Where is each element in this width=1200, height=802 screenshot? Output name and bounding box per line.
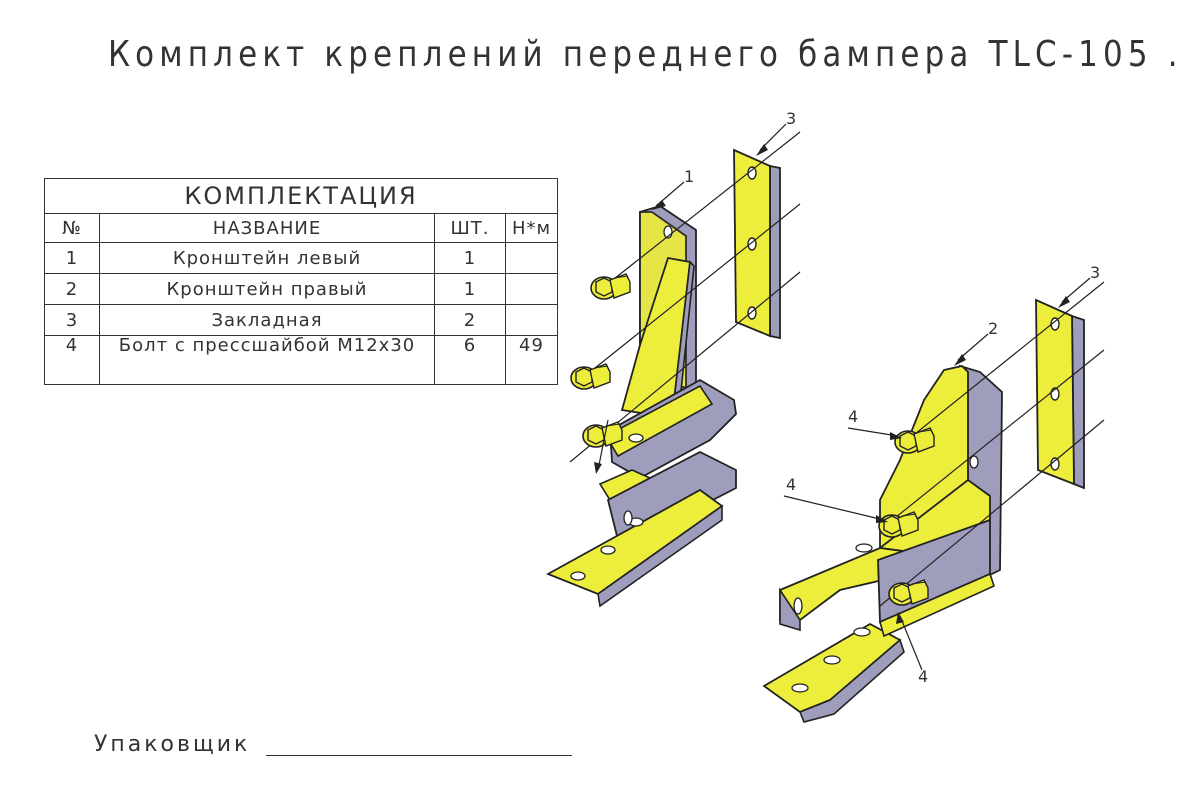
row-torque: 49 xyxy=(505,335,558,385)
row-name: Кронштейн левый xyxy=(99,242,435,274)
left-bracket-assembly: 1 3 xyxy=(545,109,801,608)
right-bolts xyxy=(878,281,1105,607)
callout-label: 4 xyxy=(786,475,796,494)
row-name: Болт с прессшайбой М12х30 xyxy=(99,335,435,385)
right-bracket-assembly: 2 3 4 4 4 xyxy=(762,263,1105,723)
table-caption: КОМПЛЕКТАЦИЯ xyxy=(44,178,558,214)
row-name: Закладная xyxy=(99,304,435,336)
callout-label: 3 xyxy=(1090,263,1100,282)
row-qty: 2 xyxy=(434,304,506,336)
header-name: НАЗВАНИЕ xyxy=(99,213,435,243)
bolt-icon xyxy=(570,363,611,390)
callout-label: 4 xyxy=(848,407,858,426)
packer-signature-line[interactable] xyxy=(266,755,572,756)
callout-label: 4 xyxy=(918,667,928,686)
left-bracket xyxy=(545,205,737,608)
right-callouts: 2 3 4 4 4 xyxy=(783,263,1100,686)
header-torque: Н*м xyxy=(505,213,558,243)
left-callouts: 1 3 xyxy=(594,109,796,474)
row-number: 1 xyxy=(44,242,100,274)
callout-label: 2 xyxy=(988,319,998,338)
kit-table: КОМПЛЕКТАЦИЯ № НАЗВАНИЕ ШТ. Н*м 1 Кроншт… xyxy=(44,178,558,385)
table-row: 2 Кронштейн правый 1 xyxy=(44,273,558,305)
table-row: 4 Болт с прессшайбой М12х30 6 49 xyxy=(44,335,558,385)
left-bolts xyxy=(569,131,801,463)
sheet-title: Комплект креплений переднего бампера TLC… xyxy=(108,34,1183,75)
callout-label: 1 xyxy=(684,167,694,186)
packer-label: Упаковщик xyxy=(94,732,251,757)
row-number: 4 xyxy=(44,335,100,385)
right-bracket xyxy=(762,364,1003,723)
row-number: 2 xyxy=(44,273,100,305)
callout-label: 3 xyxy=(786,109,796,128)
table-row: 1 Кронштейн левый 1 xyxy=(44,242,558,274)
bolt-icon xyxy=(590,273,631,300)
right-mounting-plate xyxy=(1035,298,1085,490)
